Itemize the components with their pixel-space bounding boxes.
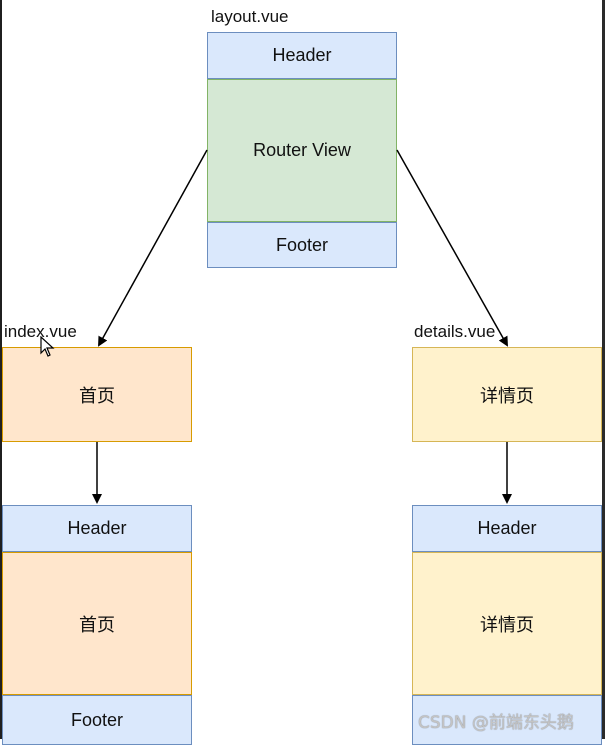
details-composed-footer-box bbox=[412, 695, 602, 745]
details-composed-page-box: 详情页 bbox=[412, 552, 602, 695]
index-composed-footer-box: Footer bbox=[2, 695, 192, 745]
layout-header-box: Header bbox=[207, 32, 397, 79]
arrow-layout-to-index bbox=[98, 149, 208, 347]
details-file-label: details.vue bbox=[414, 322, 496, 341]
layout-file-label: layout.vue bbox=[211, 7, 289, 26]
index-file-label: index.vue bbox=[4, 322, 77, 341]
arrow-layout-to-details bbox=[396, 149, 508, 347]
csdn-watermark: CSDN @前端东头鹅 bbox=[418, 713, 574, 733]
frame-right-edge bbox=[602, 0, 605, 739]
index-composed-page-box: 首页 bbox=[2, 552, 192, 695]
mouse-cursor-icon bbox=[40, 336, 55, 357]
details-page-box: 详情页 bbox=[412, 347, 602, 442]
frame-left-edge bbox=[0, 0, 2, 739]
index-composed-header-box: Header bbox=[2, 505, 192, 552]
details-composed-header-box: Header bbox=[412, 505, 602, 552]
index-page-box: 首页 bbox=[2, 347, 192, 442]
layout-footer-box: Footer bbox=[207, 222, 397, 268]
